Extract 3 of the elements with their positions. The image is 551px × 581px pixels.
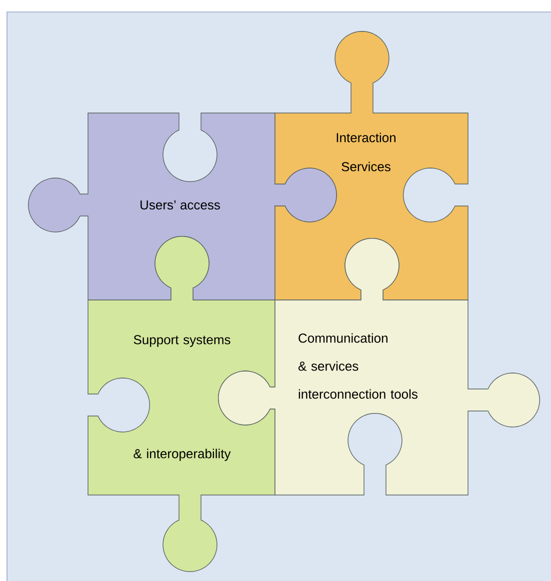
- puzzle-piece: Support systems & interoperability: [88, 236, 276, 572]
- puzzle-piece: Interaction Services: [274, 30, 468, 300]
- puzzle-piece: Users’ access: [28, 112, 337, 300]
